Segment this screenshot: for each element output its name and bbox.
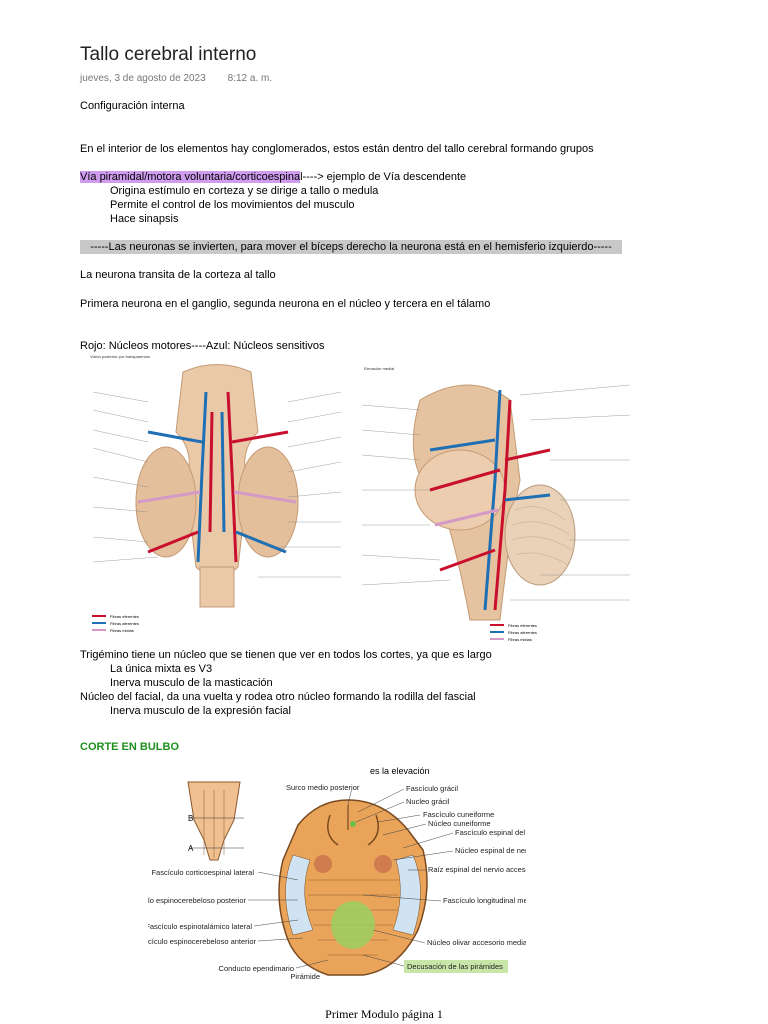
page-date-line: jueves, 3 de agosto de 2023 8:12 a. m. bbox=[80, 73, 272, 84]
label-fasciculo-gracil: Fascículo grácil bbox=[406, 784, 458, 793]
label-corticoespinal-lateral: Fascículo corticoespinal lateral bbox=[151, 868, 254, 877]
legend-right-mixed: Fibras mixtas bbox=[508, 637, 532, 642]
legend-right-efferent: Fibras eferentes bbox=[508, 623, 537, 628]
label-nucleo-olivar-accesorio: Núcleo olivar accesorio medial bbox=[427, 938, 526, 947]
page-time: 8:12 a. m. bbox=[227, 73, 273, 84]
figure-brainstem-posterior: Visión posterior por transparencia bbox=[88, 352, 346, 638]
legend-left-efferent: Fibras eferentes bbox=[110, 614, 139, 619]
figure-left-title: Visión posterior por transparencia bbox=[90, 354, 151, 359]
page-date: jueves, 3 de agosto de 2023 bbox=[80, 73, 206, 84]
label-nucleo-gracil: Nucleo grácil bbox=[406, 797, 450, 806]
trigemino-bullet-1: La única mixta es V3 bbox=[110, 663, 213, 675]
figure-brainstem-medial: Elevación medial bbox=[360, 360, 632, 650]
via-highlight: Vía piramidal/motora voluntaria/corticoe… bbox=[80, 171, 301, 183]
gray-note: -----Las neuronas se invierten, para mov… bbox=[80, 240, 622, 254]
via-piramidal-line: Vía piramidal/motora voluntaria/corticoe… bbox=[80, 170, 466, 184]
page-title: Tallo cerebral interno bbox=[80, 44, 257, 65]
facial-bullet-1: Inerva musculo de la expresión facial bbox=[110, 705, 291, 717]
rojo-azul-line: Rojo: Núcleos motores----Azul: Núcleos s… bbox=[80, 340, 325, 352]
label-espinocerebeloso-anterior: Fascículo espinocerebeloso anterior bbox=[148, 937, 257, 946]
trigemino-bullet-2: Inerva musculo de la masticación bbox=[110, 677, 273, 689]
via-rest: l----> ejemplo de Vía descendente bbox=[300, 171, 467, 183]
label-nucleo-cuneiforme: Núcleo cuneiforme bbox=[428, 819, 491, 828]
label-fasciculo-espinal-trigemino: Fascículo espinal del nervio trigémino bbox=[455, 828, 526, 837]
figure-right-title: Elevación medial bbox=[364, 366, 394, 371]
label-espinocerebeloso-posterior: Fascículo espinocerebeloso posterior bbox=[148, 896, 247, 905]
letter-a: A bbox=[188, 844, 194, 853]
label-raiz-espinal-accesorio: Raíz espinal del nervio accesorio bbox=[428, 865, 526, 874]
label-conducto-ependimario: Conducto ependimario bbox=[219, 964, 294, 973]
bulbo-header: es la elevación bbox=[370, 766, 430, 776]
label-surco-medio-posterior: Surco medio posterior bbox=[286, 783, 360, 792]
label-decusacion-piramides: Decusación de las pirámides bbox=[407, 962, 503, 971]
trigemino-line: Trigémino tiene un núcleo que se tienen … bbox=[80, 649, 492, 661]
neurona-line: La neurona transita de la corteza al tal… bbox=[80, 269, 276, 281]
primera-line: Primera neurona en el ganglio, segunda n… bbox=[80, 298, 491, 310]
label-piramide: Pirámide bbox=[290, 972, 320, 981]
legend-left-mixed: Fibras mixtas bbox=[110, 628, 134, 633]
intro-paragraph: En el interior de los elementos hay cong… bbox=[80, 143, 594, 155]
section-heading: Configuración interna bbox=[80, 100, 185, 112]
letter-b: B bbox=[188, 814, 193, 823]
via-bullet-2: Permite el control de los movimientos de… bbox=[110, 199, 355, 211]
via-bullet-3: Hace sinapsis bbox=[110, 213, 179, 225]
label-nucleo-espinal-trigemino: Núcleo espinal de nervio trigémino bbox=[455, 846, 526, 855]
label-fasciculo-cuneiforme: Fascículo cuneiforme bbox=[423, 810, 494, 819]
legend-right-afferent: Fibras aferentes bbox=[508, 630, 537, 635]
via-bullet-1: Origina estímulo en corteza y se dirige … bbox=[110, 185, 379, 197]
legend-left-afferent: Fibras aferentes bbox=[110, 621, 139, 626]
corte-bulbo-heading: CORTE EN BULBO bbox=[80, 741, 179, 753]
page-footer: Primer Modulo página 1 bbox=[325, 1007, 443, 1021]
facial-line: Núcleo del facial, da una vuelta y rodea… bbox=[80, 691, 476, 703]
label-espinotalamico-lateral: Fascículo espinotalámico lateral bbox=[148, 922, 252, 931]
figure-bulbo-section: es la elevación B A Surco medio posterio… bbox=[148, 760, 526, 982]
label-fasciculo-longitudinal-medial: Fascículo longitudinal medial bbox=[443, 896, 526, 905]
